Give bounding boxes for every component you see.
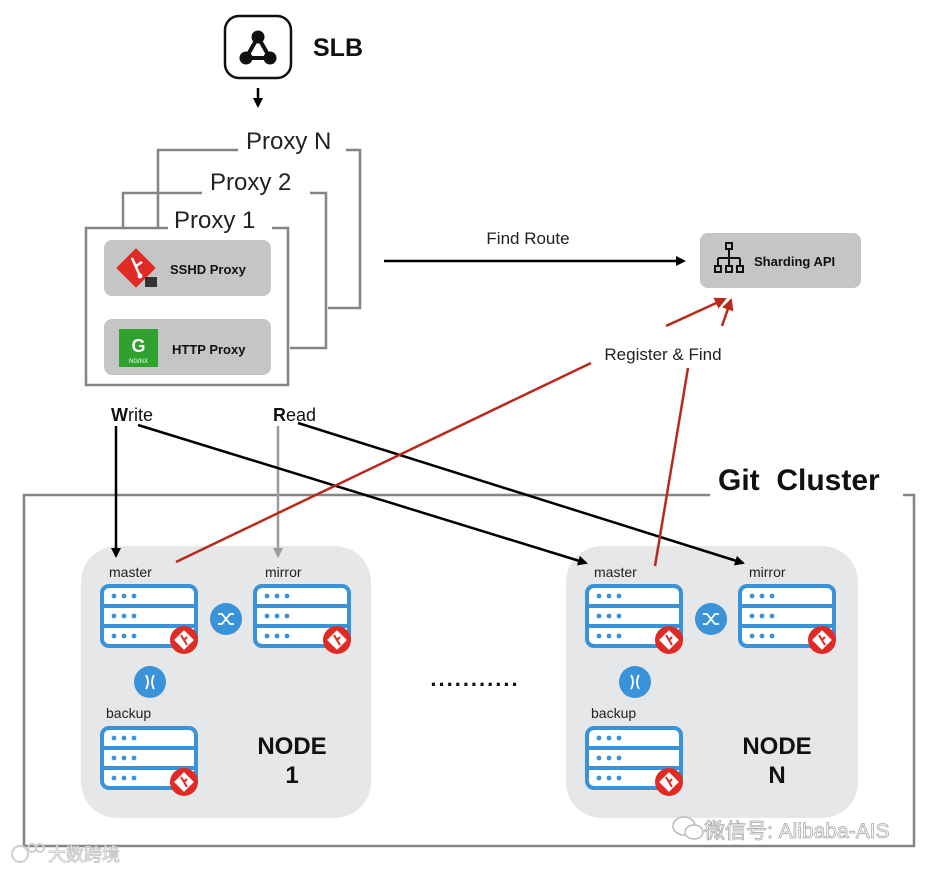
slb-block: SLB: [223, 14, 363, 108]
noden-register-line: [653, 367, 690, 567]
node-n-shuffle-icon: [695, 603, 727, 635]
read-label: Read: [273, 405, 316, 425]
nodes-ellipsis: ...........: [430, 666, 519, 691]
brand-logo-icon: [11, 843, 45, 863]
wechat-icon: [672, 816, 704, 840]
git-cluster-title: Git Cluster: [718, 464, 880, 497]
node-1-backup-sync-icon: [134, 666, 166, 698]
watermark-right: 微信号: Alibaba-AIS: [672, 816, 890, 843]
node-1-master-label: master: [109, 564, 152, 580]
watermark-right-text: 微信号: Alibaba-AIS: [704, 820, 890, 843]
node-n-number: N: [768, 762, 785, 789]
write-rest: rite: [128, 405, 153, 425]
node-n-mirror-server-icon: [738, 584, 838, 656]
sharding-api-label: Sharding API: [754, 254, 835, 269]
node-n-backup-server-icon: [585, 726, 685, 798]
node-n-backup-label: backup: [591, 705, 636, 721]
node-n-backup-sync-icon: [619, 666, 651, 698]
http-proxy: G NGINX HTTP Proxy: [104, 319, 271, 375]
svg-text:G: G: [131, 336, 145, 356]
node-n-master-label: master: [594, 564, 637, 580]
sshd-proxy: SSHD Proxy: [104, 240, 271, 296]
node1-register-arrow: [665, 297, 727, 328]
node-1-master-server-icon: [100, 584, 200, 656]
svg-text:NGINX: NGINX: [129, 359, 148, 365]
nginx-icon: G NGINX: [119, 329, 158, 367]
load-balancer-icon: [239, 30, 277, 65]
write-label: Write: [111, 405, 153, 425]
read-initial: R: [273, 405, 286, 425]
proxy-n-label: Proxy N: [246, 128, 331, 155]
node-1-backup-label: backup: [106, 705, 151, 721]
find-route-edge: Find Route: [384, 229, 686, 266]
node-1-number: 1: [285, 762, 298, 789]
git-cluster: Git Cluster: [22, 464, 916, 848]
node-1-backup-server-icon: [100, 726, 200, 798]
node-n-master-server-icon: [585, 584, 685, 656]
proxy-stack: Proxy N Proxy 2 Proxy 1 SSHD Proxy G NGI…: [84, 128, 362, 387]
proxy-2-label: Proxy 2: [210, 169, 291, 196]
find-route-label: Find Route: [486, 229, 569, 248]
sharding-api: Sharding API: [700, 233, 861, 288]
node1-register-line: [175, 361, 592, 564]
hierarchy-icon: [714, 242, 744, 273]
proxy-1-label: Proxy 1: [174, 207, 255, 234]
read-to-noden-mirror-arrow: [297, 421, 745, 566]
http-proxy-label: HTTP Proxy: [172, 342, 246, 357]
node-1-mirror-label: mirror: [265, 564, 302, 580]
slb-label: SLB: [313, 34, 363, 62]
watermark-left: 大数跨境: [11, 843, 120, 865]
node-1: master mirror backup NODE 1: [81, 546, 371, 818]
register-find-label: Register & Find: [604, 345, 721, 364]
sshd-proxy-label: SSHD Proxy: [170, 262, 247, 277]
git-cluster-frame: [22, 493, 916, 848]
read-rest: ead: [286, 405, 316, 425]
proxy-2-frame: [121, 191, 328, 350]
slb-icon-frame: [223, 14, 293, 80]
watermark-left-text: 大数跨境: [48, 845, 120, 865]
node-1-title: NODE: [257, 733, 326, 760]
proxy-n-frame: [156, 148, 362, 310]
register-find-edges: Register & Find: [175, 297, 734, 567]
node-n-title: NODE: [742, 733, 811, 760]
node-1-mirror-server-icon: [253, 584, 353, 656]
node-n-mirror-label: mirror: [749, 564, 786, 580]
sharding-api-box: [700, 233, 861, 288]
write-initial: W: [111, 405, 128, 425]
node-1-shuffle-icon: [210, 603, 242, 635]
node-n: master mirror backup NODE N: [566, 546, 858, 818]
noden-register-arrow: [720, 298, 734, 327]
write-to-noden-master-arrow: [137, 423, 588, 566]
